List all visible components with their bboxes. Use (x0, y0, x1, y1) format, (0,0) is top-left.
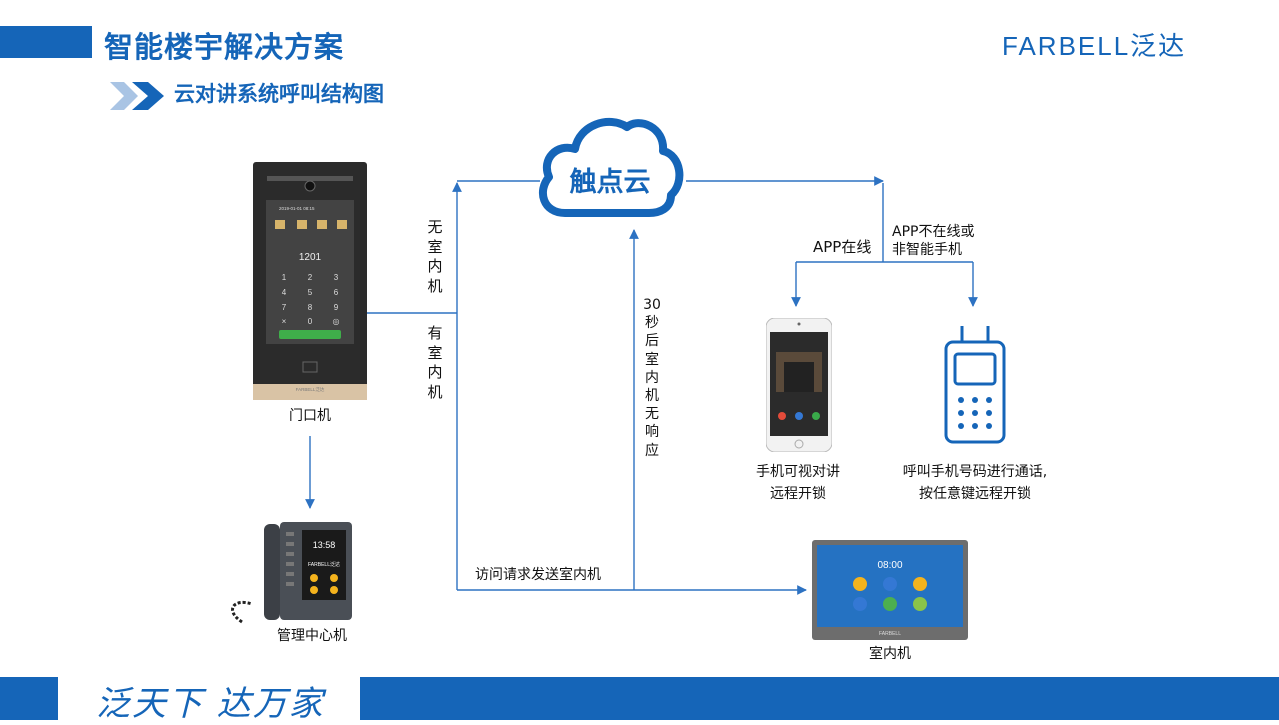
page-title: 智能楼宇解决方案 (104, 30, 345, 64)
feature-phone-caption-line1: 呼叫手机号码进行通话, (902, 464, 1048, 480)
svg-text:2: 2 (308, 273, 313, 282)
management-center-device: 13:58 FARBELL泛达 (231, 522, 352, 624)
indoor-caption: 室内机 (869, 646, 911, 662)
svg-text:5: 5 (308, 288, 313, 297)
smartphone-caption-line1: 手机可视对讲 (756, 464, 840, 480)
door-station-caption: 门口机 (289, 408, 331, 424)
footer-bar-left (0, 677, 58, 720)
label-after-30s: 30秒后室内机无响应 (643, 297, 661, 459)
svg-text:◎: ◎ (333, 317, 340, 326)
feature-phone-caption: 呼叫手机号码进行通话, 按任意键远程开锁 (880, 462, 1070, 505)
svg-text:8: 8 (308, 303, 313, 312)
door-station-device: 1201 2019-01-01 08:15 1 2 3 4 5 6 7 8 9 × 0 ◎ FA… (253, 162, 367, 400)
title-accent-bar (0, 26, 92, 58)
cloud-icon (538, 118, 684, 217)
smartphone-device (766, 318, 832, 452)
label-app-online: APP在线 (813, 238, 872, 256)
indoor-monitor-device: 08:00 FARBELL (812, 540, 968, 640)
footer-bar-right (360, 677, 1279, 720)
svg-text:6: 6 (334, 288, 339, 297)
management-caption: 管理中心机 (277, 628, 347, 644)
label-app-offline: APP不在线或 非智能手机 (892, 224, 974, 259)
door-screen-number: 1201 (299, 252, 322, 263)
indoor-brand: FARBELL (879, 631, 901, 637)
label-visit-request: 访问请求发送室内机 (475, 567, 601, 583)
label-no-indoor: 无室内机 (427, 218, 443, 295)
mgmt-screen-time: 13:58 (313, 540, 336, 550)
smartphone-caption-line2: 远程开锁 (770, 485, 826, 502)
door-brand: FARBELL泛达 (296, 386, 325, 393)
svg-text:×: × (282, 317, 287, 326)
brand-logo: FARBELL泛达 (1002, 31, 1187, 61)
indoor-screen-time: 08:00 (877, 560, 902, 571)
mgmt-brand: FARBELL泛达 (308, 561, 340, 568)
page-subtitle: 云对讲系统呼叫结构图 (174, 82, 384, 106)
svg-text:4: 4 (282, 288, 287, 297)
svg-text:0: 0 (308, 317, 313, 326)
feature-phone-icon (944, 326, 1006, 444)
smartphone-caption: 手机可视对讲 远程开锁 (738, 462, 858, 505)
label-app-offline-line1: APP不在线或 (892, 224, 975, 240)
svg-text:7: 7 (282, 303, 287, 312)
label-app-offline-line2: 非智能手机 (892, 241, 962, 258)
door-screen-time: 2019-01-01 08:15 (279, 206, 315, 211)
svg-text:3: 3 (334, 273, 339, 282)
feature-phone-caption-line2: 按任意键远程开锁 (919, 485, 1031, 502)
svg-text:1: 1 (282, 273, 287, 282)
label-has-indoor: 有室内机 (427, 324, 443, 401)
footer-slogan: 泛天下 达万家 (96, 684, 325, 724)
chevron-right-icon (110, 82, 164, 110)
cloud-label: 触点云 (569, 167, 651, 198)
svg-text:9: 9 (334, 303, 339, 312)
